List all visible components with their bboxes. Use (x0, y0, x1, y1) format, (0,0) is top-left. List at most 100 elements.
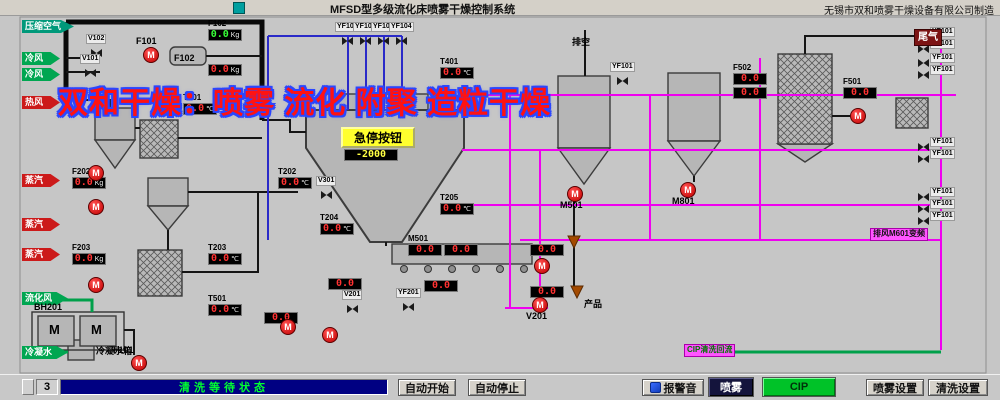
valve-V301[interactable]: V301 (316, 176, 337, 199)
button-label: 自动停止 (475, 382, 519, 395)
status-counter: 3 (36, 379, 58, 395)
bh201-motor-2: M (91, 322, 102, 337)
display-unit: ℃ (343, 225, 351, 233)
display-T501: 0.0℃ (208, 304, 242, 316)
flow-arrow-A2: 冷风 (22, 52, 60, 65)
valve-label: YF101 (930, 65, 955, 75)
valve-YF104T[interactable]: YF104 (389, 22, 414, 45)
valve-R4V[interactable]: YF101 (918, 65, 955, 79)
button-label: 喷雾 (720, 382, 742, 394)
display-label-T201: T201 (183, 93, 202, 102)
label-chanpin: 产品 (584, 299, 603, 309)
display-unit: ℃ (206, 105, 214, 113)
valve-YF101H[interactable]: YF101 (610, 62, 635, 85)
button-label: 自动开始 (405, 382, 449, 395)
hopper-1-cone (556, 147, 612, 186)
status-grip-icon (22, 379, 34, 395)
label-lengning: 冷凝水箱 (96, 346, 133, 356)
display-value: 0.0 (451, 244, 471, 255)
pump-F101B-icon[interactable]: M (131, 355, 147, 371)
display-label-T401: T401 (440, 57, 459, 66)
display-R1: 0.0 (530, 244, 564, 256)
display-unit: ℃ (301, 179, 309, 187)
display-LV: -2000 (344, 149, 398, 161)
valve-V102[interactable]: V102 (86, 34, 107, 57)
display-value: 0.0 (431, 280, 451, 291)
display-value: 0.0 (537, 286, 557, 297)
pump-M801-icon[interactable]: M (680, 182, 696, 198)
display-T205: 0.0℃ (440, 203, 474, 215)
valve-icon (616, 72, 628, 85)
cyclone-1-cone (93, 139, 137, 170)
auto-stop-button[interactable]: 自动停止 (468, 379, 526, 396)
display-T203: 0.0℃ (208, 253, 242, 265)
valve-icon (90, 44, 102, 57)
green-water-pipes (56, 298, 941, 354)
display-value: 0.0 (335, 278, 355, 289)
pump-M501-icon[interactable]: M (567, 186, 583, 202)
valve-icon (918, 54, 929, 67)
hopper-2-cone (666, 140, 722, 178)
valve-V101[interactable]: V101 (80, 54, 101, 77)
label-m601box: 排风M601变频 (870, 228, 929, 241)
valve-label: YF104 (389, 22, 414, 32)
heat-exchangers (137, 53, 929, 297)
alarm-button[interactable]: 报警音 (642, 379, 704, 396)
display-value: 0.0 (210, 64, 229, 75)
valve-R5V[interactable]: YF101 (918, 137, 955, 151)
cip-button[interactable]: CIP (762, 377, 836, 397)
valve-V201[interactable]: V201 (342, 290, 363, 313)
valve-label: V301 (316, 176, 337, 186)
valve-icon (395, 32, 407, 45)
pump-F202P-icon[interactable]: M (88, 199, 104, 215)
alarm-sound-icon (649, 382, 661, 393)
process-pipes (66, 30, 914, 355)
pump-B2P-icon[interactable]: M (322, 327, 338, 343)
valve-icon (341, 32, 353, 45)
pump-C1-icon[interactable]: M (88, 165, 104, 181)
main-air-pipes (63, 19, 265, 120)
display-value: 0.0 (186, 103, 205, 114)
display-F502A: 0.0 (733, 73, 767, 85)
valve-YF101T[interactable]: YF101 (335, 22, 360, 45)
flow-arrow-A8: 流化风 (22, 292, 68, 305)
display-T201: 0.0℃ (183, 103, 217, 115)
valve-label: YF101 (610, 62, 635, 72)
diagram-frame (19, 16, 987, 374)
valve-R6V[interactable]: YF101 (918, 149, 955, 163)
valve-label: YF101 (930, 211, 955, 221)
valve-R9V[interactable]: YF101 (918, 211, 955, 225)
display-value: 0.0 (323, 223, 342, 234)
pump-B1P-icon[interactable]: M (280, 319, 296, 335)
display-M501A: 0.0 (408, 244, 442, 256)
valve-R8V[interactable]: YF101 (918, 199, 955, 213)
valve-R7V[interactable]: YF101 (918, 187, 955, 201)
display-value: 0.0 (740, 73, 760, 84)
valve-icon (918, 212, 929, 225)
spray-settings-button[interactable]: 喷雾设置 (866, 379, 924, 396)
exhaust-filter (895, 97, 929, 129)
valve-label: YF101 (930, 149, 955, 159)
display-value: 0.0 (74, 177, 93, 188)
valve-icon (320, 186, 332, 199)
flow-arrow-A6: 蒸汽 (22, 218, 60, 231)
emergency-stop-button[interactable]: 急停按钮 (341, 127, 415, 148)
pump-F501P-icon[interactable]: M (850, 108, 866, 124)
pump-V201P-icon[interactable]: M (532, 297, 548, 313)
pump-F101T-icon[interactable]: M (143, 47, 159, 63)
valve-YF201[interactable]: YF201 (396, 288, 421, 311)
pump-M601-icon[interactable]: M (534, 258, 550, 274)
valve-R2V[interactable]: YF101 (918, 39, 955, 53)
pump-F203P-icon[interactable]: M (88, 277, 104, 293)
clean-settings-button[interactable]: 清洗设置 (928, 379, 988, 396)
spray-button[interactable]: 喷雾 (708, 377, 754, 397)
flow-arrow-A9: 冷凝水 (22, 346, 68, 359)
button-label: CIP (789, 381, 809, 393)
auto-start-button[interactable]: 自动开始 (398, 379, 456, 396)
bh201-motor-box-2 (79, 315, 117, 347)
display-value: 0.0 (443, 67, 462, 78)
display-unit: Kg (94, 255, 104, 263)
display-R2: 0.0 (530, 286, 564, 298)
valve-R3V[interactable]: YF101 (918, 53, 955, 67)
